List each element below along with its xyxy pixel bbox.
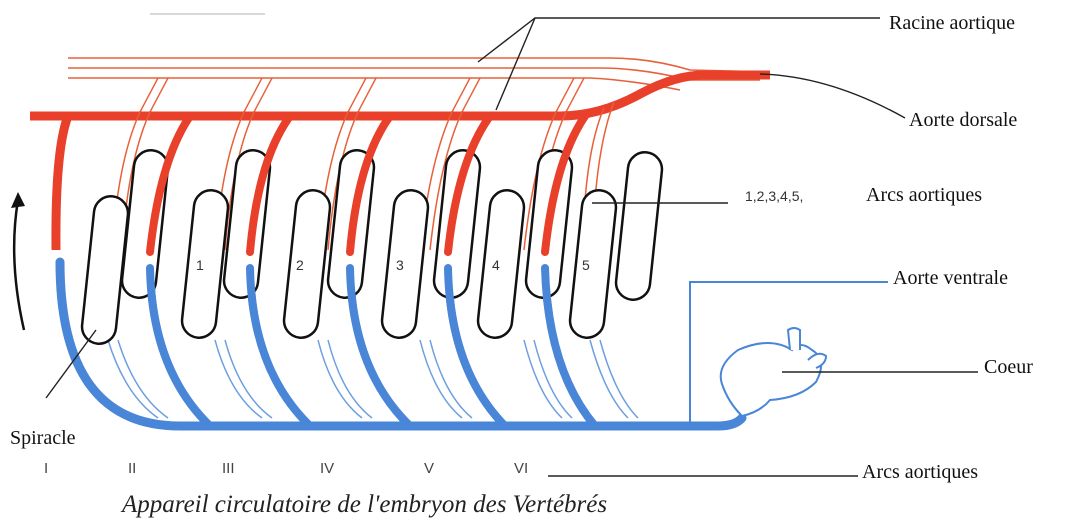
label-racine-aortique: Racine aortique [889,12,1015,34]
arch-1-red [51,114,73,251]
aorte-dorsale-vessel [30,70,770,121]
label-aorte-dorsale: Aorte dorsale [909,109,1017,131]
flow-arrow [12,199,26,331]
label-spiracle: Spiracle [10,427,76,449]
gill-number-3: 3 [396,257,404,273]
arch-numeral-5: V [424,460,434,477]
arch-numeral-1: I [44,460,48,477]
gill-number-4: 4 [492,257,500,273]
arch-numeral-4: IV [320,460,334,477]
label-arcs-aortiques-top: Arcs aortiques [866,184,982,206]
arches-red-front [146,112,589,256]
arches-blue-thin [107,339,639,419]
label-arcs-numbers: 1,2,3,4,5, [745,188,803,204]
arch-numeral-2: II [128,460,136,477]
heart-shape [719,327,828,418]
aorte-ventrale-vessel [55,257,747,431]
flow-arrow-head [11,192,25,208]
gill-pouches [80,149,664,345]
label-coeur: Coeur [984,356,1033,378]
gill-number-1: 1 [196,257,204,273]
gill-number-5: 5 [582,257,590,273]
leader-lines [45,17,978,477]
label-arcs-aortiques-bottom: Arcs aortiques [862,461,978,483]
arch-numeral-6: VI [514,460,528,477]
arch-numeral-3: III [222,460,235,477]
label-aorte-ventrale: Aorte ventrale [893,267,1008,289]
aorte-ventrale-stem [689,281,888,424]
racine-connectors [139,77,585,113]
diagram-caption: Appareil circulatoire de l'embryon des V… [120,491,607,518]
gill-number-2: 2 [296,257,304,273]
arches-blue-front [146,264,599,430]
